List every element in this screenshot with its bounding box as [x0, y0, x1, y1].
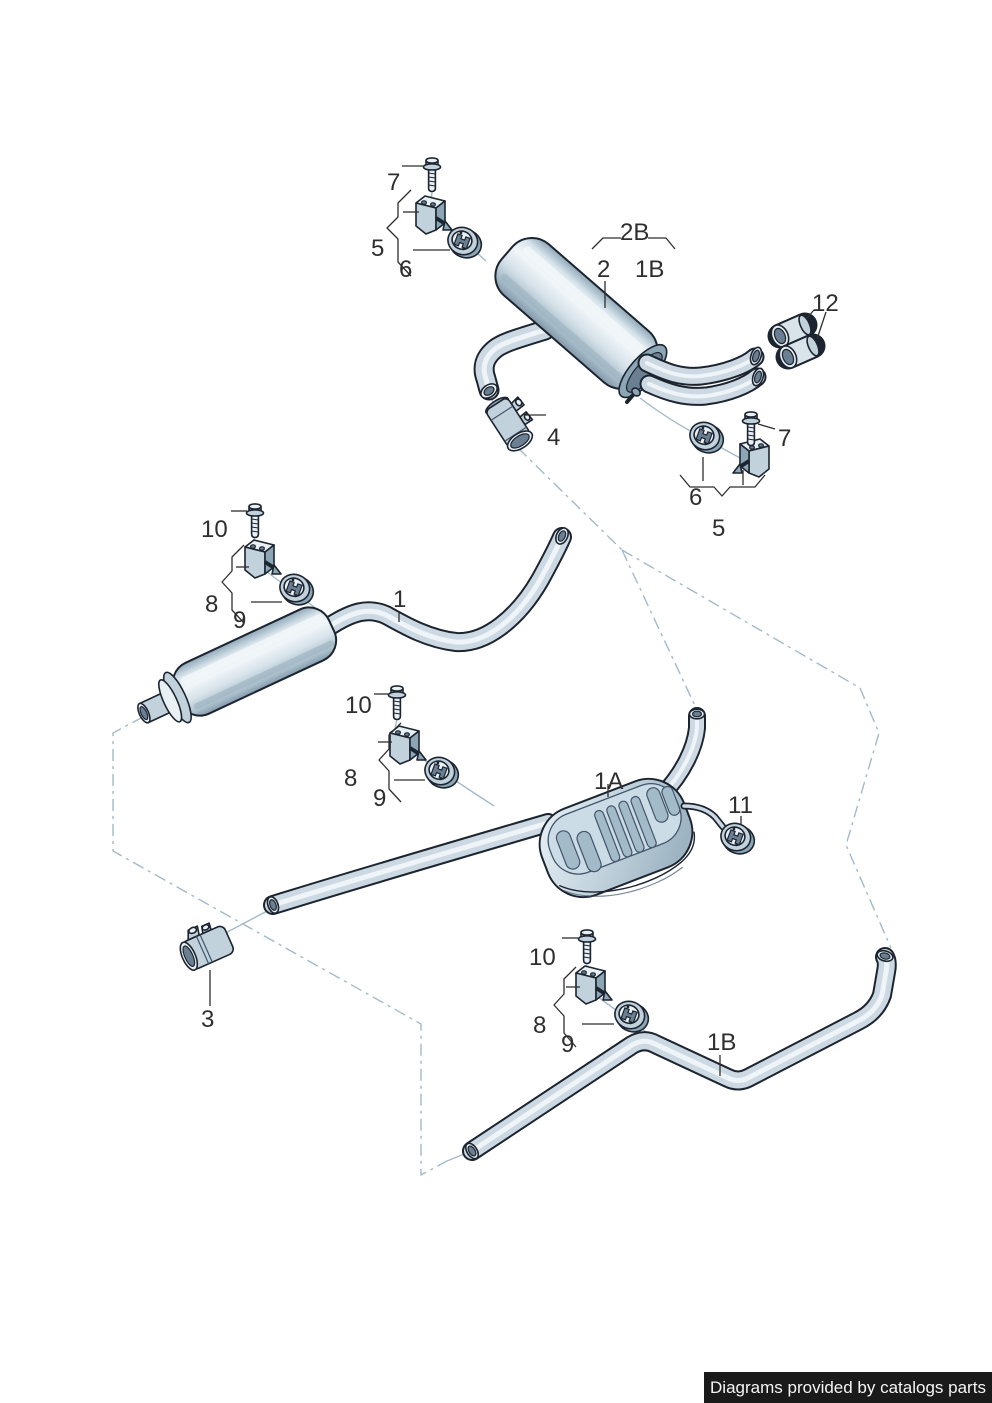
bolt-7-top: [422, 157, 442, 193]
part-label-11: 11: [728, 792, 753, 819]
hanger-group-3: [574, 929, 654, 1038]
part-label-6-right: 6: [689, 484, 702, 511]
label-leaders: [209, 165, 827, 1076]
part-label-10-mid: 10: [345, 692, 372, 719]
rear-muffler-1a: [538, 777, 696, 899]
front-elbow-pipe-2: [478, 330, 545, 401]
part-label-1b-bottom: 1B: [707, 1029, 736, 1056]
part-label-8-mid: 8: [344, 765, 357, 792]
part-label-3: 3: [201, 1006, 214, 1033]
part-label-1b-top: 1B: [635, 256, 664, 283]
part-label-1a: 1A: [594, 768, 623, 795]
front-pipe-1a: [265, 823, 548, 915]
tailpipe-1a: [663, 709, 705, 794]
part-label-8-left: 8: [205, 591, 218, 618]
hanger-group-top-left: [414, 157, 487, 264]
part-label-10-left: 10: [201, 516, 228, 543]
part-label-12: 12: [812, 290, 839, 317]
footer-credit: Diagrams provided by catalogs parts: [710, 1378, 986, 1397]
part-label-7-top: 7: [387, 169, 400, 196]
bracket-5-top: [414, 194, 454, 236]
part-label-6-top: 6: [399, 256, 412, 283]
exhaust-tips-12: [768, 314, 821, 371]
part-label-9-bottom: 9: [561, 1031, 574, 1058]
rubber-mount-9-bottom: [609, 996, 654, 1038]
pipe-1b: [463, 949, 894, 1161]
rubber-mount-9-mid: [419, 752, 464, 794]
part-label-10-bottom: 10: [529, 944, 556, 971]
part-label-5-top: 5: [371, 235, 384, 262]
part-label-8-bottom: 8: [533, 1012, 546, 1039]
part-label-9-left: 9: [233, 607, 246, 634]
bracket-8-left: [243, 538, 283, 580]
rubber-mount-6-right: [684, 417, 729, 459]
part-labels: 7 5 6 2B 2 1B 12 4 7 6 5 10 8 9 1 10 8 9…: [201, 169, 839, 1058]
clamp-4: [485, 396, 534, 452]
hanger-group-1: [243, 503, 319, 611]
pipe-1: [330, 526, 571, 642]
bolt-10-left: [245, 503, 265, 539]
bolt-10-bottom: [577, 929, 597, 965]
hanger-group-2: [387, 685, 464, 794]
bolt-10-mid: [387, 685, 407, 721]
bracket-8-mid: [388, 724, 428, 766]
footer-background: [704, 1372, 992, 1403]
hanger-pin-2: [625, 387, 641, 404]
part-label-5-right: 5: [712, 515, 725, 542]
twin-tailpipes-2: [647, 346, 766, 397]
clamp-3: [179, 922, 235, 971]
hanger-group-right: [684, 411, 771, 479]
bracket-8-bottom: [574, 964, 614, 1006]
part-label-9-mid: 9: [373, 785, 386, 812]
rubber-mount-9-left: [274, 569, 319, 611]
part-label-2b: 2B: [620, 219, 649, 246]
footer-bar: Diagrams provided by catalogs parts: [704, 1372, 992, 1403]
part-label-2: 2: [597, 256, 610, 283]
part-label-7-right: 7: [778, 425, 791, 452]
part-label-4: 4: [547, 424, 560, 451]
part-label-1: 1: [393, 586, 406, 613]
centre-muffler-1: [137, 606, 338, 724]
